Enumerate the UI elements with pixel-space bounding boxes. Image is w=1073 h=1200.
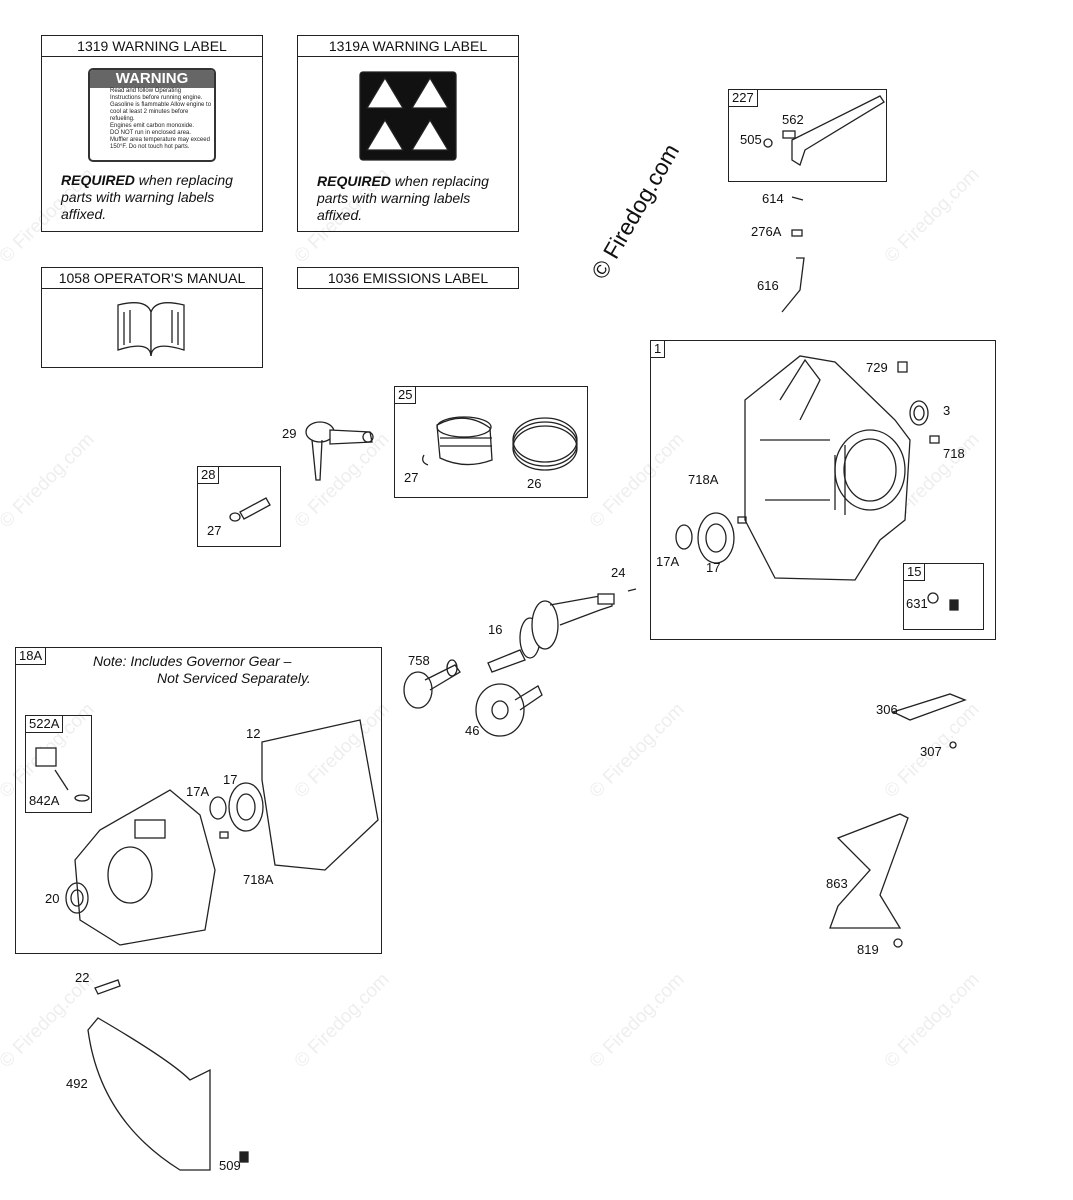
watermark-tile: © Firedog.com bbox=[880, 164, 984, 268]
required-word: REQUIRED bbox=[61, 172, 135, 188]
part-callout: 27 bbox=[207, 523, 222, 538]
part-callout: 276A bbox=[751, 224, 782, 239]
part-callout: 614 bbox=[762, 191, 784, 206]
group-tag: 522A bbox=[25, 715, 64, 733]
note-line: Note: Includes Governor Gear – bbox=[93, 653, 292, 669]
part-callout: 27 bbox=[404, 470, 419, 485]
part-callout: 307 bbox=[920, 744, 942, 759]
part-callout: 492 bbox=[66, 1076, 88, 1091]
part-callout: 631 bbox=[906, 596, 928, 611]
part-callout: 3 bbox=[943, 403, 951, 418]
warning-line: cool at least 2 minutes before refueling… bbox=[110, 109, 189, 122]
part-callout: 616 bbox=[757, 278, 779, 293]
warning-label-1319A-box: 1319A WARNING LABEL bbox=[297, 35, 519, 232]
watermark-tile: © Firedog.com bbox=[0, 429, 99, 533]
watermark-main: © Firedog.com bbox=[586, 139, 685, 284]
part-callout: 819 bbox=[857, 942, 879, 957]
group-box-25 bbox=[394, 386, 588, 498]
warning-line: Engines emit carbon monoxide. bbox=[110, 123, 195, 129]
part-callout: 562 bbox=[782, 112, 804, 127]
warning-line: DO NOT run in enclosed area. bbox=[110, 130, 191, 136]
spring-part bbox=[791, 229, 803, 237]
box-title: 1319 WARNING LABEL bbox=[42, 36, 262, 57]
crankshaft bbox=[487, 593, 615, 673]
part-callout: 729 bbox=[866, 360, 888, 375]
cam-gear-46 bbox=[475, 683, 543, 737]
group-box-1 bbox=[650, 340, 996, 640]
group-box-15 bbox=[903, 563, 984, 630]
required-note-1319A: REQUIRED when replacing parts with warni… bbox=[317, 173, 512, 224]
warning-line: Read and follow Operating bbox=[110, 88, 182, 94]
shroud-492 bbox=[87, 1017, 211, 1171]
part-callout: 22 bbox=[75, 970, 90, 985]
emissions-label-box: 1036 EMISSIONS LABEL bbox=[297, 267, 519, 289]
key-part bbox=[627, 588, 637, 592]
part-callout: 16 bbox=[488, 622, 503, 637]
part-callout: 863 bbox=[826, 876, 848, 891]
group-box-28 bbox=[197, 466, 281, 547]
part-callout: 17A bbox=[186, 784, 210, 799]
group-tag: 28 bbox=[197, 466, 220, 484]
group-box-227 bbox=[728, 89, 887, 182]
group-box-18A bbox=[15, 647, 382, 954]
screw-509 bbox=[239, 1151, 249, 1163]
group-tag: 25 bbox=[394, 386, 417, 404]
part-callout: 17A bbox=[656, 554, 680, 569]
watermark-tile: © Firedog.com bbox=[880, 969, 984, 1073]
required-text: when replacing parts with warning labels… bbox=[61, 172, 233, 222]
warning-line: Gasoline is flammable Allow engine to bbox=[110, 102, 212, 108]
warning-line: 150°F. Do not touch hot parts. bbox=[110, 144, 190, 150]
required-text: when replacing parts with warning labels… bbox=[317, 173, 489, 223]
part-callout: 718A bbox=[688, 472, 719, 487]
part-callout: 17 bbox=[706, 560, 721, 575]
part-callout: 509 bbox=[219, 1158, 241, 1173]
operators-manual-box: 1058 OPERATOR'S MANUAL bbox=[41, 267, 263, 368]
part-callout: 20 bbox=[45, 891, 60, 906]
required-note-1319: REQUIRED when replacing parts with warni… bbox=[61, 172, 256, 223]
warning-label-1319-box: 1319 WARNING LABEL bbox=[41, 35, 263, 232]
required-word: REQUIRED bbox=[317, 173, 391, 189]
bracket-863 bbox=[829, 813, 909, 929]
part-callout: 718A bbox=[243, 872, 274, 887]
part-callout: 24 bbox=[611, 565, 626, 580]
note-line: Not Serviced Separately. bbox=[157, 670, 311, 686]
box-title: 1319A WARNING LABEL bbox=[298, 36, 518, 57]
part-callout: 17 bbox=[223, 772, 238, 787]
part-callout: 505 bbox=[740, 132, 762, 147]
part-callout: 842A bbox=[29, 793, 60, 808]
part-callout: 46 bbox=[465, 723, 480, 738]
part-callout: 26 bbox=[527, 476, 542, 491]
watermark-tile: © Firedog.com bbox=[585, 969, 689, 1073]
watermark-tile: © Firedog.com bbox=[290, 969, 394, 1073]
part-callout: 758 bbox=[408, 653, 430, 668]
rod-part bbox=[781, 257, 805, 313]
warning-line: Muffler area temperature may exceed bbox=[110, 137, 210, 143]
part-callout: 306 bbox=[876, 702, 898, 717]
part-callout: 718 bbox=[943, 446, 965, 461]
part-callout: 12 bbox=[246, 726, 261, 741]
watermark-tile: © Firedog.com bbox=[585, 699, 689, 803]
clip-part bbox=[791, 196, 804, 201]
part-callout: 29 bbox=[282, 426, 297, 441]
warning-sticker-title: WARNING bbox=[90, 70, 214, 88]
group-tag: 1 bbox=[650, 340, 666, 358]
box-title: 1036 EMISSIONS LABEL bbox=[327, 270, 489, 286]
group-tag: 15 bbox=[903, 563, 926, 581]
group-tag: 227 bbox=[728, 89, 758, 107]
watermark-tile: © Firedog.com bbox=[290, 429, 394, 533]
warning-sticker: WARNING Read and follow Operating Instru… bbox=[88, 68, 216, 162]
box-title: 1058 OPERATOR'S MANUAL bbox=[42, 268, 262, 289]
bolt-22 bbox=[94, 979, 121, 995]
warning-line: Instructions before running engine. bbox=[110, 95, 203, 101]
group-tag: 18A bbox=[15, 647, 47, 665]
